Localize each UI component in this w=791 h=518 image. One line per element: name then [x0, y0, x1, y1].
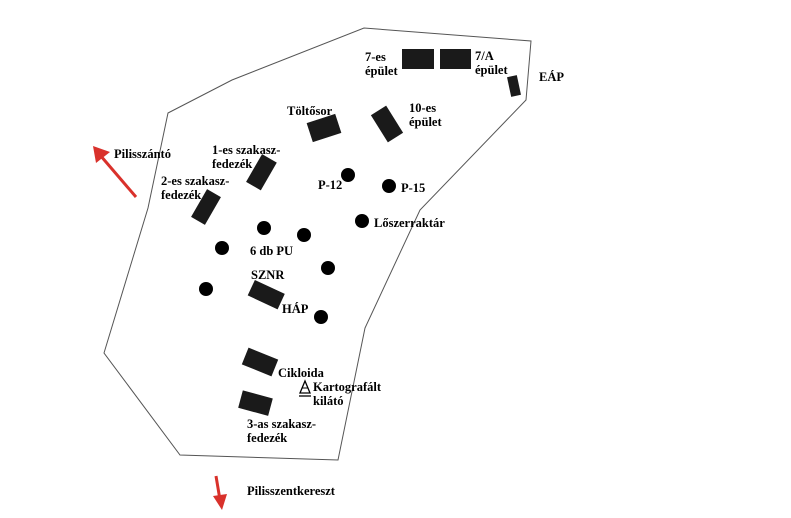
label-line: fedezék	[161, 188, 202, 202]
label-toltosor: Töltősor	[287, 104, 333, 118]
label-line: 1-es szakasz-	[212, 143, 281, 157]
label-fedezek-1: 1-es szakasz- fedezék	[212, 143, 280, 171]
arrow-pilisszentkereszt-icon	[213, 475, 227, 510]
label-p15: P-15	[401, 181, 426, 195]
point-pu	[199, 282, 213, 296]
building-7	[402, 49, 434, 69]
point-loszerraktar	[355, 214, 369, 228]
point-p15	[382, 179, 396, 193]
building-7a	[440, 49, 471, 69]
building-sznr	[247, 279, 285, 310]
label-cikloida: Cikloida	[278, 366, 324, 380]
direction-label-pilisszentkereszt: Pilisszentkereszt	[247, 484, 335, 498]
label-fedezek-3: 3-as szakasz- fedezék	[247, 417, 316, 445]
building-fedezek-3	[238, 390, 273, 416]
label-line: épület	[365, 64, 398, 78]
building-eap	[507, 75, 521, 97]
label-line: kilátó	[313, 394, 344, 408]
label-hap: HÁP	[282, 302, 309, 316]
lookout-tower-icon	[299, 379, 311, 397]
point-pu	[314, 310, 328, 324]
point-p12	[341, 168, 355, 182]
label-eap: EÁP	[539, 70, 564, 84]
label-line: fedezék	[247, 431, 288, 445]
label-sznr: SZNR	[251, 268, 285, 282]
label-p12: P-12	[318, 178, 343, 192]
site-boundary	[103, 27, 532, 461]
label-kilato: Kartografált kilátó	[313, 380, 381, 408]
label-line: épület	[409, 115, 442, 129]
label-line: 10-es	[409, 101, 437, 115]
label-line: épület	[475, 63, 508, 77]
label-line: 3-as szakasz-	[247, 417, 317, 431]
building-toltosor	[306, 113, 342, 143]
label-line: Kartografált	[313, 380, 382, 394]
label-line: 2-es szakasz-	[161, 174, 230, 188]
building-fedezek-2	[191, 189, 221, 225]
label-fedezek-2: 2-es szakasz- fedezék	[161, 174, 229, 202]
point-pu	[321, 261, 335, 275]
label-loszerraktar: Lőszerraktár	[374, 216, 445, 230]
direction-label-pilisszanto: Pilisszántó	[114, 147, 171, 161]
building-10	[370, 105, 404, 143]
label-building-10: 10-es épület	[409, 101, 442, 129]
arrow-pilisszanto-icon	[93, 146, 138, 198]
point-pu	[297, 228, 311, 242]
label-line: fedezék	[212, 157, 253, 171]
label-building-7: 7-es épület	[365, 50, 398, 78]
point-pu	[257, 221, 271, 235]
label-line: 7/A	[475, 49, 494, 63]
building-cikloida	[241, 347, 279, 377]
label-pu: 6 db PU	[250, 244, 294, 258]
building-fedezek-1	[246, 154, 277, 191]
label-line: 7-es	[365, 50, 386, 64]
label-building-7a: 7/A épület	[475, 49, 508, 77]
point-pu	[215, 241, 229, 255]
